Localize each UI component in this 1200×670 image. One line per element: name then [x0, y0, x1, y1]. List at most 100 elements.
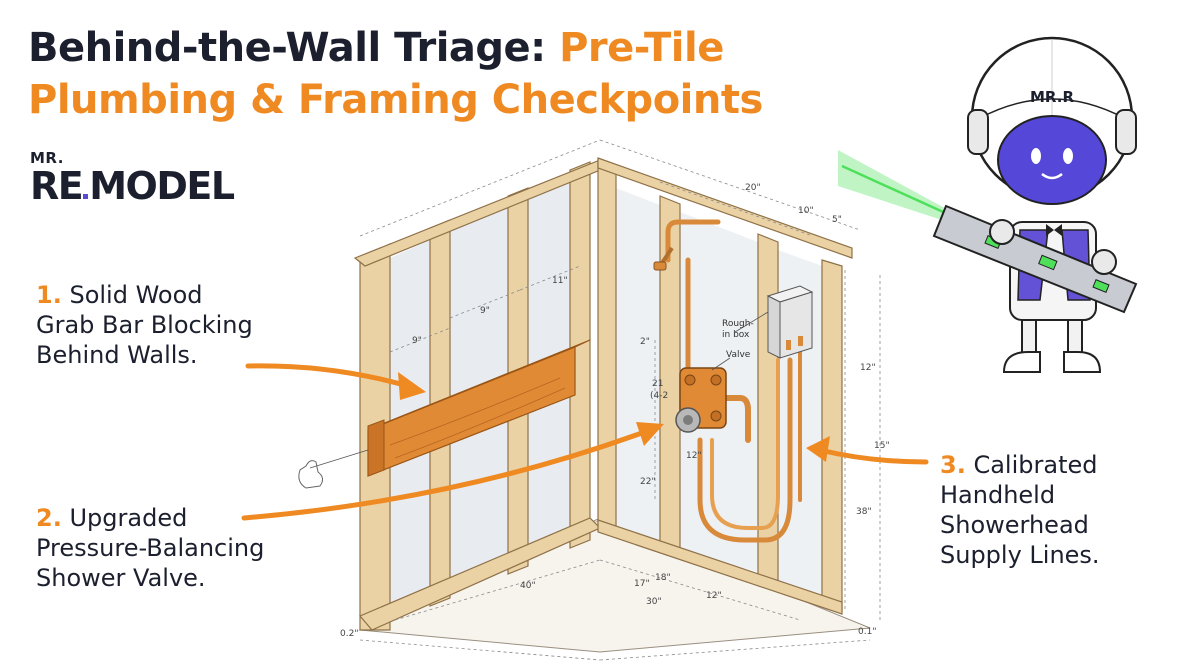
- callout-1-line-2: Grab Bar Blocking: [36, 311, 253, 339]
- dim-label-corner-left: 0.2": [340, 629, 358, 639]
- robot-face: [997, 115, 1107, 205]
- rough-in-label-1: Rough-: [722, 319, 754, 329]
- arrow-3-shaft: [817, 447, 929, 465]
- robot-boot: [1002, 351, 1041, 373]
- robot-smile: [1041, 172, 1063, 180]
- blocking-wood-grain: [389, 377, 566, 459]
- robot-hand: [1091, 249, 1117, 275]
- rough-in-label-2: in box: [722, 330, 750, 340]
- dim-label-valve-22: 22": [640, 477, 656, 487]
- part-labels: Rough- in box Valve: [722, 319, 754, 360]
- dimension-line: [659, 181, 811, 236]
- laser-line: [841, 164, 953, 218]
- dim-label-corner-right: 0.1": [858, 627, 876, 637]
- logo-house-icon: [83, 194, 89, 199]
- valve-bolt: [684, 374, 696, 386]
- rough-in-stub: [786, 340, 791, 350]
- dim-label-right-12: 12": [860, 363, 876, 373]
- dim-label-bottom-17: 17": [634, 579, 650, 589]
- callout-3: 3. Calibrated Handheld Showerhead Supply…: [940, 450, 1100, 570]
- callout-arrows: [241, 363, 929, 521]
- dim-label-9a: 9": [480, 306, 490, 316]
- dimension-line: [449, 289, 521, 319]
- dimension-labels: 20" 10" 5" 11" 9" 9" 2" 21 (4-2 12" 22" …: [340, 183, 890, 639]
- rough-in-stub: [798, 336, 803, 346]
- wood-stud: [821, 259, 843, 611]
- robot-hand: [989, 219, 1015, 245]
- dimension-line: [389, 327, 451, 353]
- valve-stem: [683, 415, 693, 425]
- callout-3-line-4: Supply Lines.: [940, 541, 1100, 569]
- callout-1-line-3: Behind Walls.: [36, 341, 198, 369]
- valve-bolt: [710, 374, 722, 386]
- callout-2-number: 2.: [36, 504, 62, 532]
- robot-ear: [967, 109, 989, 155]
- callout-1-line-1: Solid Wood: [69, 281, 203, 309]
- dim-label-9b: 9": [412, 336, 422, 346]
- top-plate: [597, 157, 853, 259]
- arrow-1-head: [398, 372, 426, 400]
- logo-text-left: RE: [30, 164, 84, 208]
- title-accent-2: Plumbing & Framing Checkpoints: [28, 77, 763, 123]
- level-vial: [1092, 279, 1110, 293]
- dim-label-valve-2: 2": [640, 337, 650, 347]
- leader-lines: [309, 311, 769, 469]
- rough-in-box-front: [779, 291, 813, 359]
- callout-2-line-3: Shower Valve.: [36, 564, 206, 592]
- callout-3-line-1: Calibrated: [973, 451, 1098, 479]
- pressure-balancing-valve: [675, 367, 727, 433]
- dim-label-top-5: 5": [832, 215, 842, 225]
- leader-line: [711, 357, 731, 371]
- dim-label-11: 11": [552, 276, 568, 286]
- spirit-level: [932, 204, 1138, 314]
- dim-label-right-15: 15": [874, 441, 890, 451]
- arrow-2-shaft: [241, 427, 653, 521]
- dim-label-bottom-18: 18": [655, 573, 671, 583]
- title-dark: Behind-the-Wall Triage:: [28, 25, 546, 71]
- dim-label-bottom-40: 40": [520, 581, 536, 591]
- leader-line: [734, 311, 769, 333]
- dimension-line: [599, 559, 801, 621]
- dim-label-valve-21b: (4-2: [650, 391, 668, 401]
- dim-label-bottom-30: 30": [646, 597, 662, 607]
- robot-eye: [1063, 148, 1073, 164]
- bottom-plate: [597, 519, 843, 615]
- valve-outlet-pipe: [717, 395, 751, 443]
- arrow-heads: [398, 372, 830, 462]
- arrow-3-head: [806, 436, 830, 462]
- bow-tie-icon: [1046, 224, 1062, 236]
- robot-eye: [1031, 148, 1041, 164]
- valve-bolt: [710, 410, 722, 422]
- dim-label-valve-12: 12": [686, 451, 702, 461]
- callout-1: 1. Solid Wood Grab Bar Blocking Behind W…: [36, 280, 253, 370]
- mascot-robot: MR.R: [838, 36, 1138, 373]
- robot-ear: [1115, 109, 1137, 155]
- dimension-line: [359, 139, 601, 237]
- rough-in-box: [766, 285, 814, 359]
- callout-3-line-2: Handheld: [940, 481, 1056, 509]
- dim-label-valve-21: 21: [652, 379, 663, 389]
- level-vial: [1038, 254, 1058, 271]
- helmet-text: MR.R: [1030, 88, 1074, 106]
- dim-label-top-20: 20": [745, 183, 761, 193]
- callout-1-number: 1.: [36, 281, 62, 309]
- showerhead-icon: [653, 246, 674, 271]
- page-title: Behind-the-Wall Triage: Pre-Tile Plumbin…: [28, 22, 763, 126]
- arrow-2-head: [636, 422, 664, 446]
- arrow-1-shaft: [245, 363, 411, 389]
- logo-text-right: MODEL: [89, 164, 235, 208]
- dimension-line: [359, 639, 601, 661]
- showerhead-body: [653, 261, 667, 271]
- dimension-lines: [359, 139, 881, 661]
- laser-beam: [838, 150, 952, 222]
- dim-label-bottom-12: 12": [706, 591, 722, 601]
- callout-2-line-1: Upgraded: [69, 504, 188, 532]
- logo-small-text: MR.: [30, 149, 64, 167]
- rough-in-box-side: [767, 295, 781, 359]
- grab-bar-blocking: [367, 339, 591, 477]
- right-wall-studs: [597, 157, 853, 615]
- callout-3-number: 3.: [940, 451, 966, 479]
- robot-boot: [1063, 351, 1102, 373]
- right-wall-gap: [616, 188, 660, 545]
